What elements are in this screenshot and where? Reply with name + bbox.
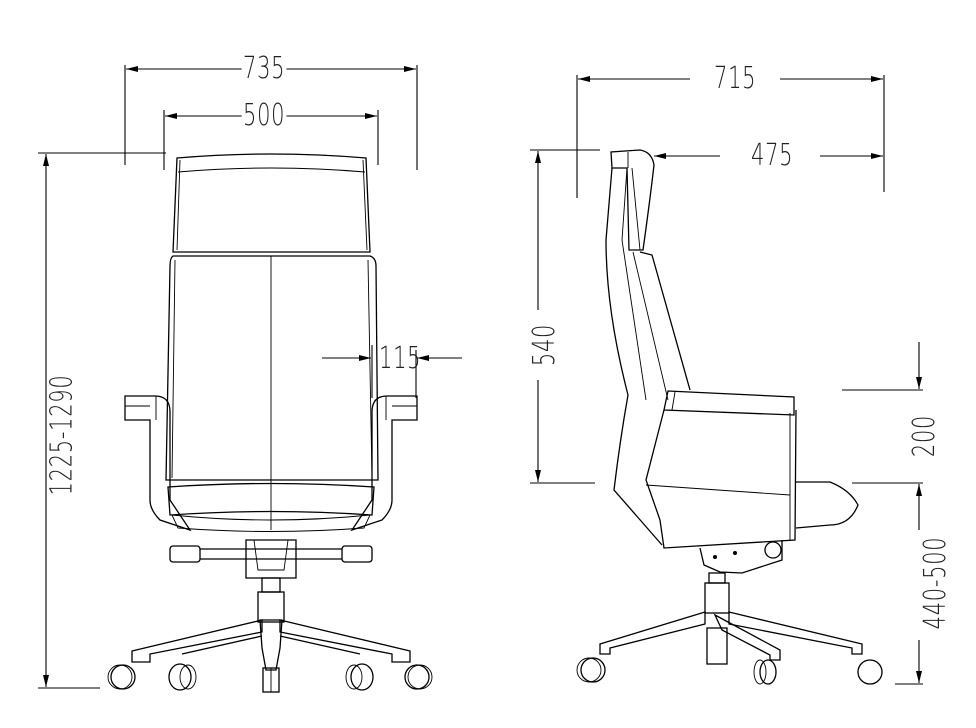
front-dimension-lines xyxy=(38,65,462,689)
side-seat-depth-label: 475 xyxy=(749,138,795,173)
side-backrest-height-label: 540 xyxy=(527,322,563,368)
side-overall-depth-label: 715 xyxy=(712,61,758,96)
chair-front-view xyxy=(107,153,433,693)
front-overall-width-label: 735 xyxy=(241,51,287,86)
side-seat-height-label: 440-500 xyxy=(918,535,954,631)
chair-side-view xyxy=(576,149,883,685)
side-dimension-lines xyxy=(530,75,923,685)
side-armrest-height-label: 200 xyxy=(907,413,943,459)
front-backrest-width-label: 500 xyxy=(241,98,287,133)
front-overall-height-label: 1225-1290 xyxy=(44,373,80,497)
front-armrest-width-label: 115 xyxy=(379,341,422,376)
